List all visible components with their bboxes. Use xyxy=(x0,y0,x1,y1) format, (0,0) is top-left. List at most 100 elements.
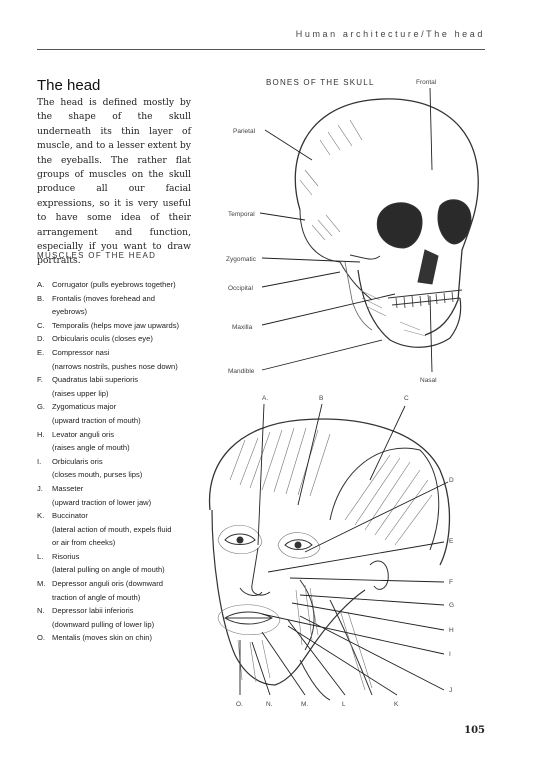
muscle-letter: B. xyxy=(37,293,45,303)
header-rule xyxy=(37,49,485,50)
muscle-text: (raises angle of mouth) xyxy=(52,443,130,453)
muscle-leader-lines xyxy=(239,403,449,696)
muscle-list-line: (upward traction of mouth) xyxy=(37,414,212,428)
label-nasal: Nasal xyxy=(420,377,437,384)
muscle-text: (raises upper lip) xyxy=(52,388,109,398)
muscle-list-line: (lateral action of mouth, expels fluid xyxy=(37,523,212,537)
muscle-text: (lateral pulling on angle of mouth) xyxy=(52,565,165,575)
label-A: A. xyxy=(262,395,268,402)
muscle-letter: M. xyxy=(37,579,46,589)
muscle-letter: I. xyxy=(37,456,42,466)
label-occipital: Occipital xyxy=(228,285,253,292)
label-mandible: Mandible xyxy=(228,368,255,375)
label-L: L xyxy=(342,701,346,708)
bones-heading: BONES OF THE SKULL xyxy=(266,78,375,87)
muscle-text: Levator anguli oris xyxy=(52,429,115,439)
muscle-list: A. Corrugator (pulls eyebrows together) B.… xyxy=(37,278,212,645)
muscle-list-line: K. Buccinator xyxy=(37,509,212,523)
skull-drawing xyxy=(294,98,479,348)
label-F: F xyxy=(449,579,453,586)
muscle-letter: C. xyxy=(37,320,45,330)
label-parietal: Parietal xyxy=(233,128,256,135)
label-temporal: Temporal xyxy=(228,211,255,218)
label-H: H xyxy=(449,627,454,634)
muscle-list-line: (narrows nostrils, pushes nose down) xyxy=(37,360,212,374)
muscle-text: Buccinator xyxy=(52,511,88,521)
muscle-list-line: D. Orbicularis oculis (closes eye) xyxy=(37,332,212,346)
muscle-list-line: E. Compressor nasi xyxy=(37,346,212,360)
label-K: K xyxy=(394,701,399,708)
muscle-list-line: M.Depressor anguli oris (downward xyxy=(37,577,212,591)
page-number: 105 xyxy=(464,725,485,736)
muscle-letter: F. xyxy=(37,375,43,385)
muscle-text: (closes mouth, purses lips) xyxy=(52,470,143,480)
muscle-text: (upward traction of lower jaw) xyxy=(52,497,152,507)
muscle-text: Mentalis (moves skin on chin) xyxy=(52,633,153,643)
label-maxilla: Maxilla xyxy=(232,324,253,331)
muscle-text: Quadratus labii superioris xyxy=(52,375,139,385)
muscle-letter: D. xyxy=(37,334,45,344)
muscle-text: Corrugator (pulls eyebrows together) xyxy=(52,280,176,289)
running-header: Human architecture/The head xyxy=(295,29,485,39)
muscle-list-line: (downward pulling of lower lip) xyxy=(37,618,212,632)
muscle-list-line: J. Masseter xyxy=(37,482,212,496)
muscles-heading: MUSCLES OF THE HEAD xyxy=(37,251,157,260)
muscle-list-line: O. Mentalis (moves skin on chin) xyxy=(37,631,212,645)
muscle-text: eyebrows) xyxy=(52,307,88,317)
section-title: The head xyxy=(37,77,101,94)
muscle-text: Depressor labii inferioris xyxy=(52,606,134,616)
muscle-list-line: (upward traction of lower jaw) xyxy=(37,496,212,510)
label-C: C xyxy=(404,395,409,402)
muscle-text: (narrows nostrils, pushes nose down) xyxy=(52,361,178,371)
muscle-list-line: (raises angle of mouth) xyxy=(37,441,212,455)
label-B: B xyxy=(319,395,323,402)
muscle-list-line: B. Frontalis (moves forehead and xyxy=(37,292,212,306)
muscle-list-line: I. Orbicularis oris xyxy=(37,455,212,469)
muscle-text: Temporalis (helps move jaw upwards) xyxy=(52,320,180,330)
muscle-text: Orbicularis oris xyxy=(52,456,103,466)
muscle-text: or air from cheeks) xyxy=(52,538,116,548)
muscle-list-line: (raises upper lip) xyxy=(37,387,212,401)
muscle-list-line: A. Corrugator (pulls eyebrows together) xyxy=(37,278,212,292)
muscle-letter: G. xyxy=(37,402,46,412)
muscle-letter: E. xyxy=(37,347,45,357)
muscle-list-line: C. Temporalis (helps move jaw upwards) xyxy=(37,319,212,333)
muscle-list-line: (closes mouth, purses lips) xyxy=(37,468,212,482)
muscle-letter: L. xyxy=(37,551,44,561)
muscle-letter: J. xyxy=(37,483,43,493)
label-D: D xyxy=(449,477,454,484)
label-I: I xyxy=(449,651,451,658)
muscle-text: traction of angle of mouth) xyxy=(52,592,141,602)
muscle-text: (upward traction of mouth) xyxy=(52,415,141,425)
skull-leader-lines xyxy=(259,87,433,373)
muscle-list-line: (lateral pulling on angle of mouth) xyxy=(37,563,212,577)
muscle-list-line: or air from cheeks) xyxy=(37,536,212,550)
muscle-text: (lateral action of mouth, expels fluid xyxy=(52,524,172,534)
muscle-text: (downward pulling of lower lip) xyxy=(52,619,155,629)
intro-paragraph: The head is defined mostly by the shape … xyxy=(37,97,191,267)
muscle-text: Masseter xyxy=(52,483,84,493)
label-E: E xyxy=(449,538,454,545)
label-J: J xyxy=(449,687,452,694)
muscle-list-line: H.Levator anguli oris xyxy=(37,428,212,442)
muscle-list-line: F. Quadratus labii superioris xyxy=(37,373,212,387)
muscle-letter: O. xyxy=(37,633,46,643)
muscle-list-line: N. Depressor labii inferioris xyxy=(37,604,212,618)
muscle-text: Zygomaticus major xyxy=(52,402,117,412)
label-N: N. xyxy=(266,701,273,708)
muscle-text: Orbicularis oculis (closes eye) xyxy=(52,334,153,344)
label-frontal: Frontal xyxy=(416,79,437,86)
label-zygomatic: Zygomatic xyxy=(226,256,257,263)
muscle-letter: N. xyxy=(37,606,45,616)
label-O: O. xyxy=(236,701,243,708)
muscle-list-line: traction of angle of mouth) xyxy=(37,591,212,605)
label-M: M. xyxy=(301,701,308,708)
muscle-text: Compressor nasi xyxy=(52,347,110,357)
muscle-letter: A. xyxy=(37,280,45,289)
muscle-list-line: eyebrows) xyxy=(37,305,212,319)
muscle-list-line: G. Zygomaticus major xyxy=(37,400,212,414)
muscle-text: Frontalis (moves forehead and xyxy=(52,293,155,303)
muscle-head-drawing xyxy=(208,418,451,701)
muscle-letter: K. xyxy=(37,511,45,521)
